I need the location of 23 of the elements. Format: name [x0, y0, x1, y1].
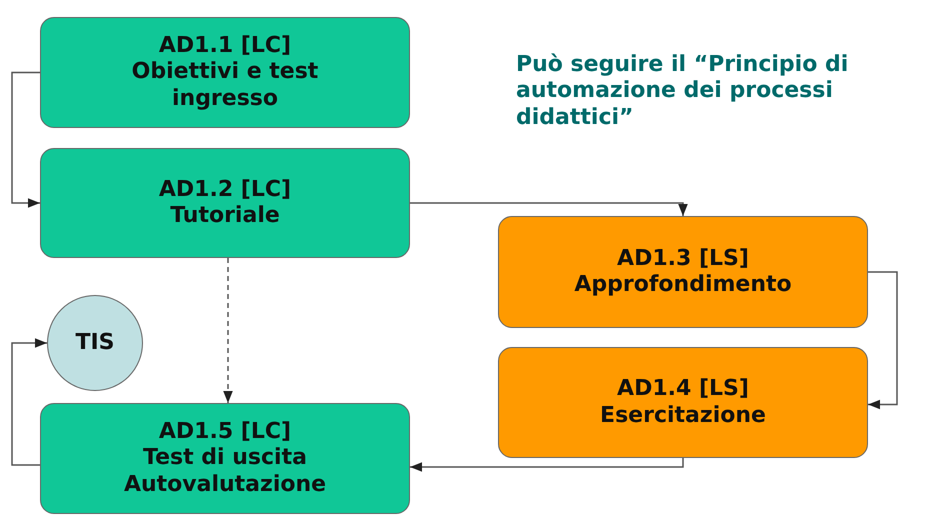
arrow — [223, 258, 233, 403]
node-label: Esercitazione — [600, 402, 766, 429]
process-box — [498, 347, 868, 458]
node-label: Approfondimento — [574, 272, 792, 298]
note-text: Può seguire il “Principio di automazione dei processi didattici” — [516, 52, 850, 132]
node-label: AD1.1 [LC] — [158, 32, 292, 60]
node-label: AD1.5 [LC] — [158, 418, 292, 446]
node-label: Test di uscita Autovalutazione — [122, 445, 328, 498]
arrow — [410, 458, 684, 472]
node-label: AD1.3 [LS] — [617, 246, 749, 272]
node-label: AD1.2 [LC] — [158, 176, 292, 203]
node-label: AD1.4 [LS] — [617, 376, 749, 402]
arrow — [11, 72, 40, 208]
arrow — [11, 338, 47, 466]
process-box — [40, 17, 410, 128]
arrow — [410, 202, 688, 216]
node-label: Obiettivi e test ingresso — [130, 59, 320, 112]
process-box — [498, 216, 868, 328]
process-box — [40, 148, 410, 258]
arrow — [868, 271, 898, 410]
node-label: Tutoriale — [170, 203, 280, 230]
process-box — [40, 403, 410, 514]
node-label: TIS — [75, 330, 115, 356]
